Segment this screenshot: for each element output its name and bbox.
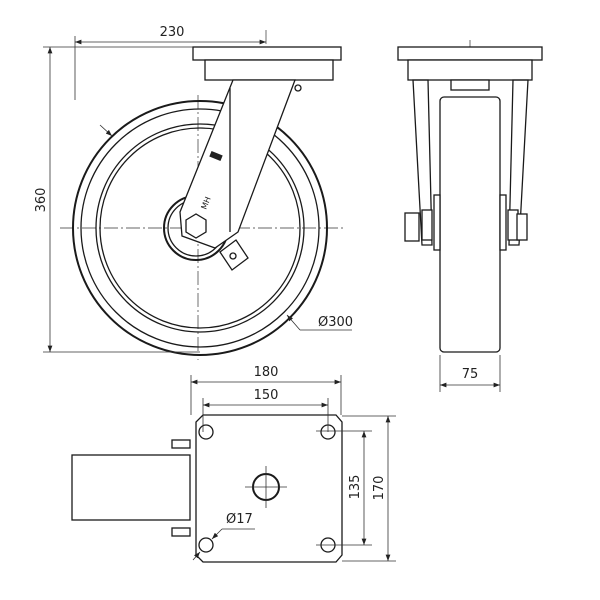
mounting-plate	[195, 414, 343, 563]
dim-hole-diameter: Ø17	[226, 512, 253, 527]
dim-230: 230	[160, 25, 185, 40]
dim-180: 180	[254, 365, 279, 380]
dim-75: 75	[462, 367, 479, 382]
side-view: 75	[397, 40, 543, 392]
side-wheel	[439, 96, 501, 353]
dim-wheel-diameter: Ø300	[318, 315, 353, 330]
svg-text:MH: MH	[200, 195, 213, 210]
front-view: MH 230 360 Ø300	[34, 25, 353, 360]
fork	[179, 79, 296, 249]
axle-nut	[185, 213, 207, 239]
dim-135: 135	[348, 475, 363, 500]
dim-150: 150	[254, 388, 279, 403]
wheel-outer	[72, 100, 328, 356]
top-view: 180 150 135 170 Ø17	[71, 365, 396, 563]
top-plate	[192, 46, 342, 61]
dim-360: 360	[34, 188, 49, 213]
dim-170: 170	[372, 476, 387, 501]
